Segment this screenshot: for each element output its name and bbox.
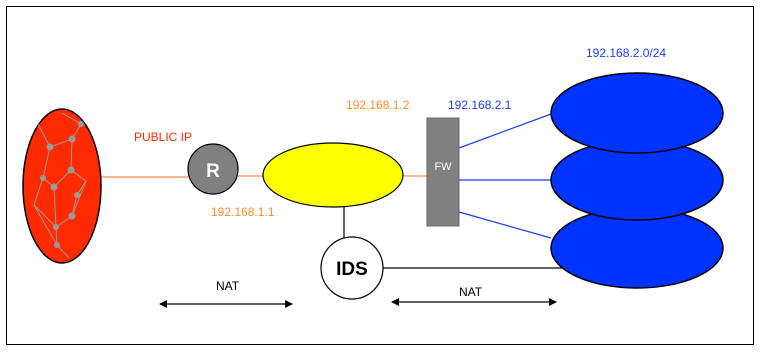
internal-network-top[interactable]: [550, 72, 724, 154]
firewall-node[interactable]: FW: [426, 117, 460, 227]
router-node[interactable]: R: [187, 143, 239, 195]
nat-left-label: NAT: [216, 279, 240, 293]
public-ip-label: PUBLIC IP: [134, 130, 192, 144]
ids-label: IDS: [336, 259, 368, 280]
firewall-inside-ip-label: 192.168.2.1: [448, 98, 512, 112]
firewall-subnet-link-top: [458, 113, 552, 149]
router-label: R: [206, 161, 220, 182]
nat-right-label: NAT: [459, 285, 483, 299]
firewall-subnet-link-bottom: [458, 211, 552, 239]
internet-cloud: [22, 108, 102, 264]
ids-node[interactable]: IDS: [320, 236, 384, 300]
firewall-outside-ip-label: 192.168.1.2: [346, 98, 410, 112]
router-ip-label: 192.168.1.1: [211, 205, 275, 219]
subnet-label: 192.168.2.0/24: [586, 46, 666, 60]
internet-mesh-nodes: [40, 121, 84, 248]
dmz-segment[interactable]: [262, 142, 404, 208]
firewall-label: FW: [434, 161, 452, 173]
